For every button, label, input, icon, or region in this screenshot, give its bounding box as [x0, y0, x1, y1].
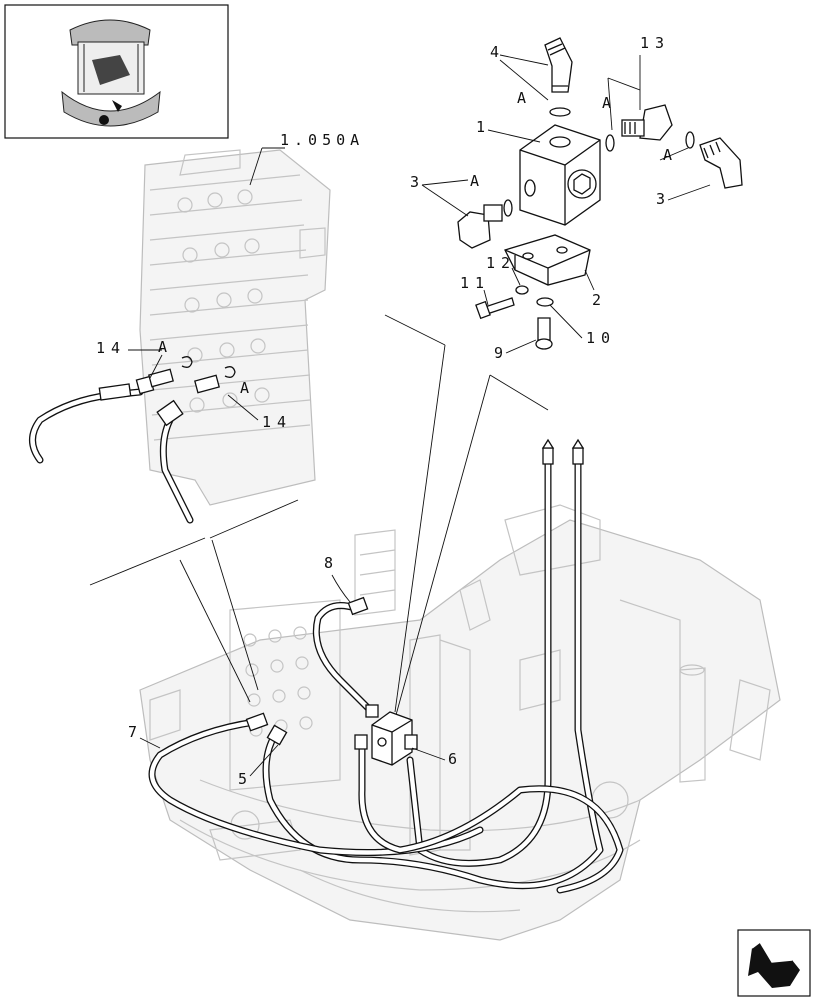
callout-2[interactable]: 2 — [584, 269, 601, 309]
callout-14-left[interactable]: 14 A — [96, 338, 167, 379]
svg-text:7: 7 — [128, 723, 137, 741]
callout-9[interactable]: 9 — [494, 339, 537, 362]
svg-text:12: 12 — [486, 254, 516, 272]
callout-11[interactable]: 11 — [460, 274, 490, 306]
svg-text:14: 14 — [96, 339, 126, 357]
svg-text:A: A — [158, 338, 167, 356]
svg-text:10: 10 — [586, 329, 616, 347]
svg-text:8: 8 — [324, 554, 333, 572]
svg-text:A: A — [602, 94, 611, 112]
svg-text:3: 3 — [410, 173, 419, 191]
callout-10[interactable]: 10 — [549, 304, 616, 347]
callout-13[interactable]: 13 A — [602, 34, 670, 131]
svg-text:1: 1 — [476, 118, 485, 136]
svg-text:14: 14 — [262, 413, 292, 431]
next-page-arrow-icon[interactable] — [737, 929, 811, 997]
svg-text:9: 9 — [494, 344, 503, 362]
svg-text:A: A — [663, 146, 672, 164]
svg-text:11: 11 — [460, 274, 490, 292]
callout-6[interactable]: 6 — [411, 747, 457, 768]
elbow-fitting-right — [685, 131, 743, 189]
svg-text:2: 2 — [592, 291, 601, 309]
mini-excavator-cab-icon — [61, 19, 161, 127]
callout-8[interactable]: 8 — [324, 554, 351, 603]
svg-text:4: 4 — [490, 43, 499, 61]
bolt-and-washers — [475, 285, 554, 350]
manifold-assembly[interactable] — [354, 704, 418, 766]
callout-1[interactable]: 1 — [476, 118, 541, 143]
callout-3-left[interactable]: 3 A — [410, 172, 479, 217]
upper-hose-detail — [29, 356, 236, 524]
section-reference-label: 1.050A — [280, 131, 364, 149]
svg-text:3: 3 — [656, 190, 665, 208]
callout-14-right[interactable]: 14 A — [227, 379, 292, 431]
svg-text:A: A — [470, 172, 479, 190]
svg-text:5: 5 — [238, 770, 247, 788]
control-valve-bank-upper — [139, 149, 331, 506]
svg-text:13: 13 — [640, 34, 670, 52]
callout-7[interactable]: 7 — [128, 723, 161, 749]
section-reference[interactable]: 1.050A — [249, 131, 364, 186]
callout-4[interactable]: 4 A — [490, 43, 549, 107]
machine-thumbnail[interactable] — [4, 4, 229, 139]
mounting-bracket — [504, 234, 591, 286]
manifold-block[interactable] — [519, 124, 601, 226]
callout-3-right[interactable]: 3 A — [656, 146, 711, 208]
svg-text:A: A — [517, 89, 526, 107]
callout-5[interactable]: 5 — [238, 744, 279, 788]
hose-assembly[interactable] — [148, 438, 624, 894]
elbow-fitting-top — [544, 37, 573, 117]
svg-text:A: A — [240, 379, 249, 397]
leader-lines — [89, 314, 549, 716]
adapter-fitting-right — [605, 104, 673, 152]
svg-text:6: 6 — [448, 750, 457, 768]
elbow-fitting-left — [457, 199, 513, 249]
callout-12[interactable]: 12 — [486, 254, 521, 286]
